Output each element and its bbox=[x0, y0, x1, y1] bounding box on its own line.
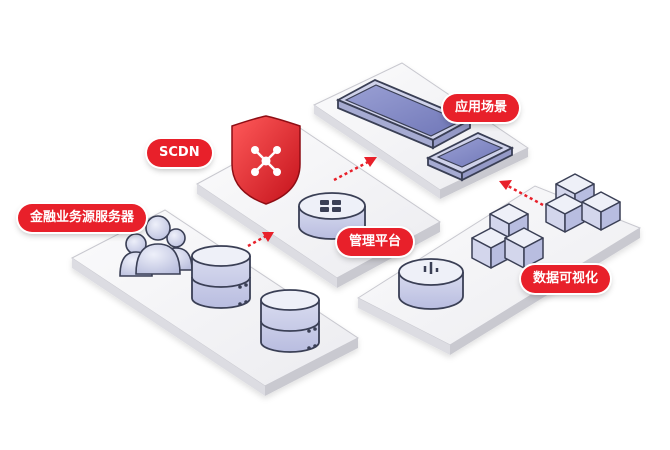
label-management-platform: 管理平台 bbox=[337, 228, 414, 256]
arrow-visualization-to-apps bbox=[499, 180, 544, 207]
shield-icon bbox=[231, 115, 301, 205]
arrow-servers-to-scdn bbox=[247, 232, 274, 248]
cubes-icon bbox=[545, 173, 621, 233]
chart-server-icon bbox=[398, 258, 464, 310]
users-icon bbox=[119, 215, 193, 277]
label-data-visualization: 数据可视化 bbox=[521, 265, 611, 293]
cubes-icon bbox=[471, 203, 544, 269]
database-icon bbox=[191, 245, 251, 309]
label-application-scenarios: 应用场景 bbox=[443, 94, 520, 122]
tablet-icon bbox=[335, 79, 473, 150]
label-scdn: SCDN bbox=[147, 139, 212, 167]
phone-icon bbox=[425, 132, 515, 182]
label-finance-servers: 金融业务源服务器 bbox=[18, 204, 147, 232]
database-icon bbox=[260, 289, 320, 353]
arrow-scdn-to-apps bbox=[333, 157, 377, 182]
